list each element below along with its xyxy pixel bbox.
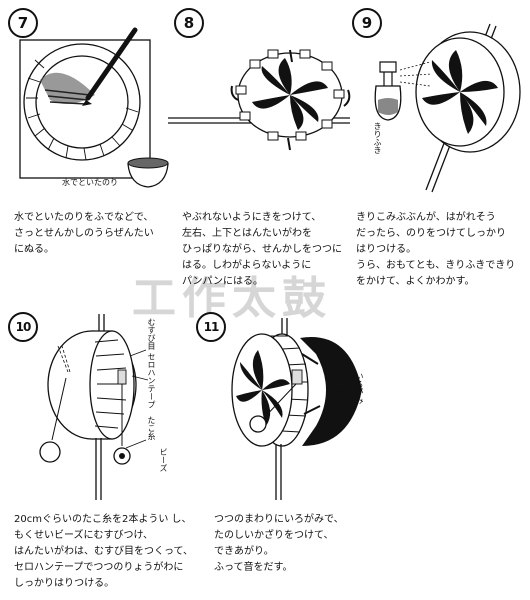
step-7-number: 7 xyxy=(8,8,38,38)
step-10-label-bead: ビーズ xyxy=(159,448,168,472)
step-10-number: 10 xyxy=(8,312,38,342)
step-9-number: 9 xyxy=(352,8,382,38)
step-10-label-tape: むすび目 セロハンテープ xyxy=(147,318,156,409)
watermark-text: 工作太鼓 xyxy=(132,273,332,324)
step-9-caption: きりこみぶぶんが、はがれそう だったら、のりをつけてしっかり はりつける。 うら… xyxy=(356,212,516,287)
step-8-caption: やぶれないようにきをつけて、 左右、上下とはんたいがわを ひっぱりながら、せんか… xyxy=(182,212,342,287)
step-10-label-string: たこ糸 xyxy=(147,416,156,440)
step-11-label: いろがみ xyxy=(355,372,364,404)
step-11-number: 11 xyxy=(196,312,226,342)
step-7-label: 水でといたのり xyxy=(62,178,118,187)
step-9-label: きりふき xyxy=(373,122,382,154)
step-11-caption: つつのまわりにいろがみで、 たのしいかざりをつけて、 できあがり。 ふって音をだ… xyxy=(214,514,344,573)
step-7-caption: 水でといたのりをふでなどで、 さっとせんかしのうらぜんたい にぬる。 xyxy=(14,212,154,255)
step-8-number: 8 xyxy=(174,8,204,38)
step-10-caption: 20cmぐらいのたこ糸を2本ようい し、 もくせいビーズにむすびつけ、 はんたい… xyxy=(14,514,193,589)
